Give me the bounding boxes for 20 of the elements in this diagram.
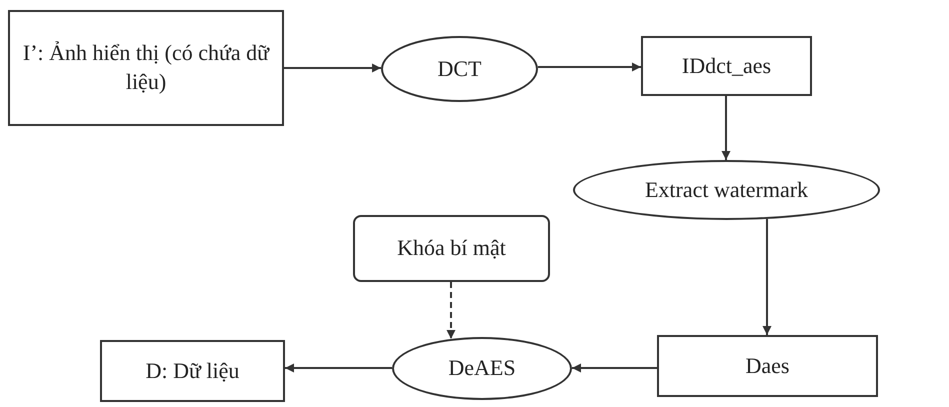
node-label: DCT (436, 54, 482, 83)
arrow (572, 364, 657, 372)
process-box (8, 10, 284, 126)
process-box (657, 335, 878, 397)
node-label: DeAES (447, 354, 517, 382)
process-box (100, 340, 285, 402)
arrow (722, 96, 730, 160)
node-label: Khóa bí mật (396, 234, 507, 262)
key-box (353, 215, 550, 282)
node-label: Extract watermark (644, 176, 810, 204)
arrow (762, 218, 772, 335)
node-label: I’: Ảnh hiển thị (có chứa dữ liệu) (22, 39, 271, 96)
process-box (641, 36, 812, 96)
node-label: Daes (744, 352, 790, 380)
node-label: D: Dữ liệu (144, 356, 240, 385)
arrow (446, 282, 456, 339)
arrow (284, 64, 382, 72)
node-label: IDdct_aes (680, 52, 772, 80)
arrow (538, 62, 641, 72)
arrow (285, 364, 392, 372)
